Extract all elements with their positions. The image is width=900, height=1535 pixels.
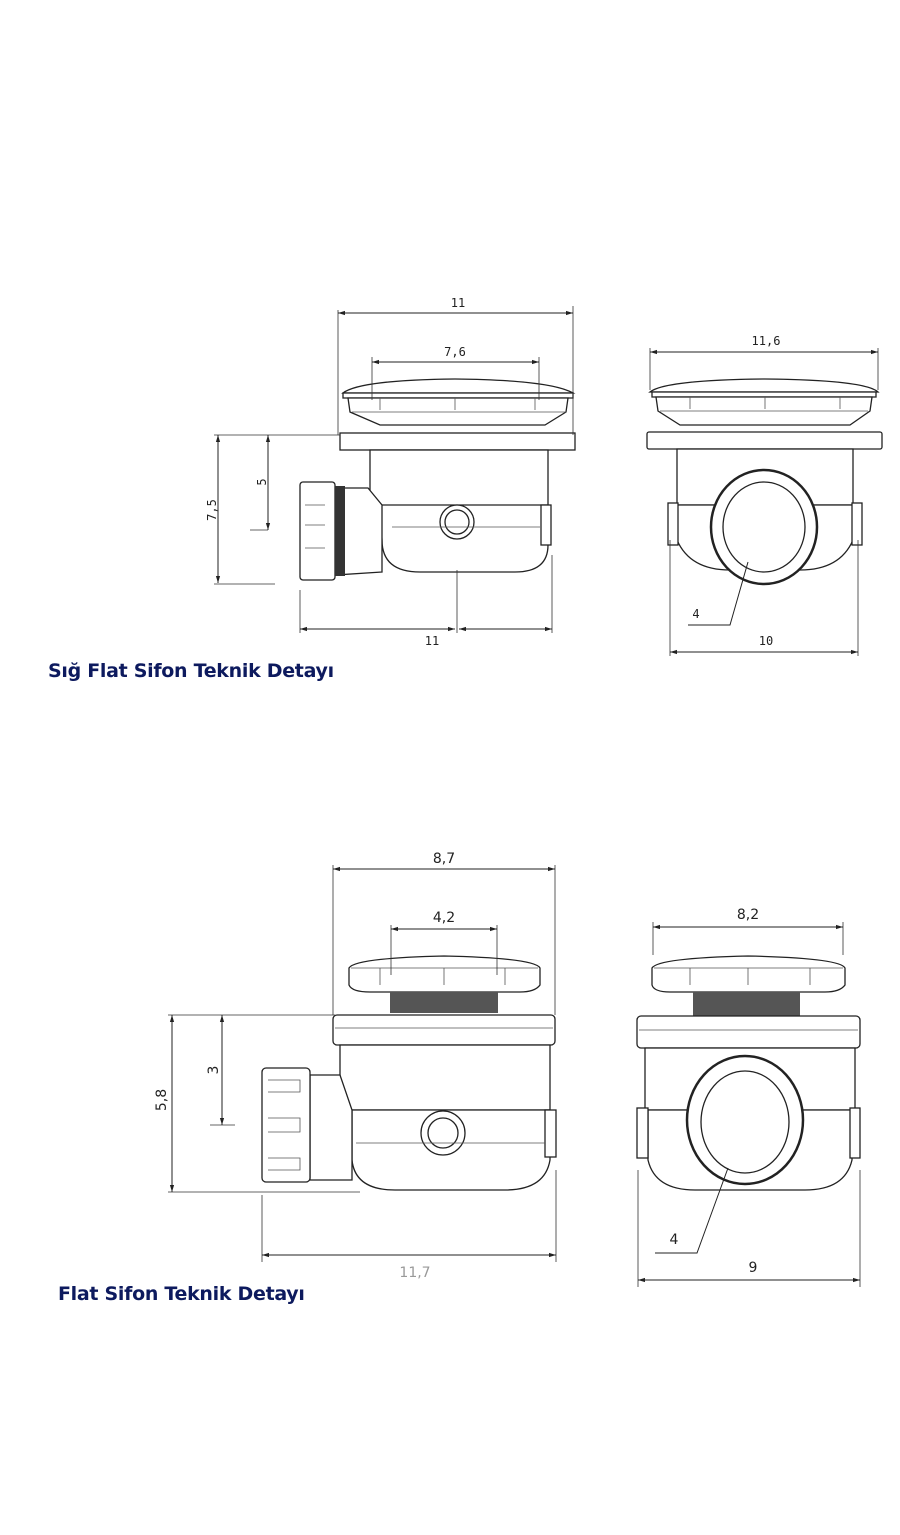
dim-overall-width: 11 (451, 296, 465, 310)
flat-siphon-front-view: 8,2 9 4 (636, 907, 861, 1287)
dim-flange-width: 11,6 (752, 334, 781, 348)
dim-body-width: 9 (749, 1260, 758, 1276)
section-title-flat-siphon: Flat Sifon Teknik Detayı (58, 1283, 305, 1305)
dim-cap-inner-width: 7,6 (444, 345, 466, 359)
dim-overall-width: 8,7 (433, 851, 455, 867)
dim-total-height: 5,8 (154, 1089, 170, 1111)
flat-siphon-side-view: 8,7 4,2 5,8 3 11,7 (154, 851, 557, 1281)
section-title-shallow-flat-siphon: Sığ Flat Sifon Teknik Detayı (48, 660, 334, 682)
dim-total-height: 7,5 (205, 499, 219, 521)
dim-cap-inner-width: 4,2 (433, 910, 455, 926)
dim-outlet-height: 5 (255, 478, 269, 485)
dim-outlet-height: 3 (206, 1066, 222, 1075)
dim-outlet-diameter: 4 (670, 1232, 679, 1248)
dim-body-width: 10 (759, 634, 773, 648)
shallow-siphon-front-view: 11,6 10 4 (646, 334, 883, 656)
dim-outlet-diameter: 4 (692, 607, 699, 621)
shallow-siphon-side-view: 11 7,6 7,5 5 11 (205, 296, 576, 648)
dim-cap-width: 8,2 (737, 907, 759, 923)
dim-outlet-length: 11,7 (399, 1265, 430, 1281)
dim-outlet-length: 11 (425, 634, 439, 648)
